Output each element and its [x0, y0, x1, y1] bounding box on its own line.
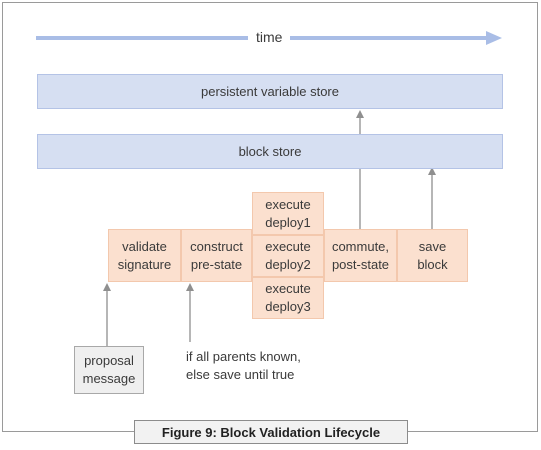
- step-deploy3-line2: deploy3: [265, 299, 311, 314]
- condition-line1: if all parents known,: [186, 349, 301, 364]
- step-commute-post-state: commute, post-state: [324, 229, 397, 282]
- figure-caption: Figure 9: Block Validation Lifecycle: [134, 420, 408, 444]
- proposal-line2: message: [82, 371, 136, 386]
- step-validate-signature: validate signature: [108, 229, 181, 282]
- step-construct-pre-state: construct pre-state: [181, 229, 252, 282]
- step-commute-line1: commute,: [331, 238, 390, 254]
- proposal-line1: proposal: [84, 353, 134, 368]
- step-commute-line2: post-state: [331, 256, 390, 272]
- step-deploy2-line2: deploy2: [265, 257, 311, 272]
- step-save-line2: block: [417, 256, 448, 272]
- step-deploy1-line2: deploy1: [265, 214, 311, 230]
- step-construct-line1: construct: [190, 238, 243, 254]
- block-store: block store: [37, 134, 503, 169]
- time-label: time: [248, 29, 291, 45]
- parents-condition-note: if all parents known, else save until tr…: [186, 348, 366, 384]
- step-construct-line2: pre-state: [190, 256, 243, 272]
- step-save-line1: save: [418, 238, 447, 254]
- step-execute-deploy2: execute deploy2: [252, 235, 324, 277]
- step-deploy2-line1: execute: [265, 239, 311, 254]
- persistent-variable-store: persistent variable store: [37, 74, 503, 109]
- step-save-block: save block: [397, 229, 468, 282]
- time-arrow-head: [486, 31, 502, 45]
- step-deploy3-line1: execute: [265, 281, 311, 296]
- step-validate-line2: signature: [117, 256, 172, 272]
- step-execute-deploy3: execute deploy3: [252, 277, 324, 319]
- step-validate-line1: validate: [122, 238, 167, 254]
- proposal-message-box: proposal message: [74, 346, 144, 394]
- step-deploy1-line1: execute: [265, 196, 311, 212]
- step-execute-deploy1: execute deploy1: [252, 192, 324, 235]
- condition-line2: else save until true: [186, 367, 295, 382]
